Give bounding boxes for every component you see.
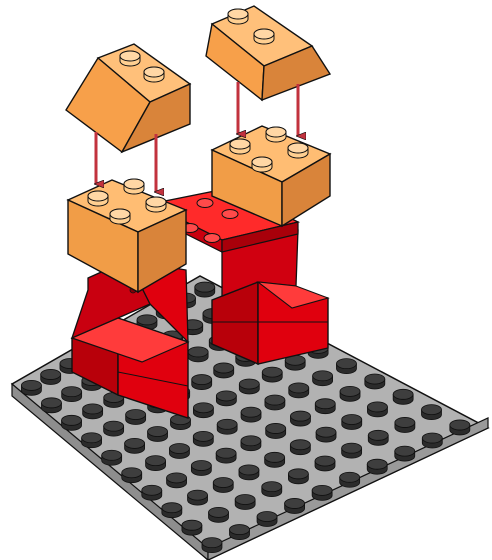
baseplate-stud-top [284, 498, 305, 509]
baseplate-stud-top [181, 519, 203, 531]
baseplate-stud-top [215, 390, 237, 402]
baseplate-stud-top [392, 388, 414, 400]
baseplate-stud-top [21, 379, 42, 391]
baseplate-stud-top [314, 455, 336, 467]
baseplate-stud-top [187, 346, 209, 358]
baseplate-stud-top [240, 406, 262, 418]
brick-2x2-right [210, 125, 332, 228]
baseplate-stud-top [125, 409, 147, 420]
baseplate-stud-top [166, 472, 187, 484]
baseplate-stud-top [136, 314, 158, 326]
baseplate-stud-top [364, 373, 386, 385]
baseplate-stud-top [41, 397, 62, 409]
baseplate-stud-top [312, 370, 334, 382]
baseplate-stud-top [238, 464, 260, 476]
baseplate-stud-top [314, 398, 336, 410]
baseplate-stud-top [264, 394, 286, 406]
baseplate-stud-top [190, 460, 212, 471]
baseplate-stud-top [265, 423, 287, 434]
baseplate-stud-top [238, 378, 260, 390]
baseplate-stud-top [339, 385, 361, 397]
slope-2x2-left [65, 43, 192, 154]
baseplate-stud-top [40, 369, 62, 380]
baseplate-stud-top [339, 471, 361, 483]
baseplate-stud-top [147, 426, 168, 437]
baseplate-stud-top [240, 435, 262, 447]
baseplate-stud-top [261, 481, 283, 493]
brick-2x2-left-studs [87, 178, 167, 225]
brick-2x2-right-studs [229, 126, 309, 173]
baseplate-stud-top [315, 426, 337, 438]
baseplate-stud-top [213, 362, 235, 374]
baseplate-stud-top [194, 281, 216, 293]
brick-2x2-left [66, 178, 188, 294]
baseplate-right-edge [207, 417, 489, 560]
slope-2x2-right [205, 5, 332, 102]
baseplate-stud-top [161, 502, 183, 514]
baseplate-stud-top [264, 451, 286, 463]
baseplate-stud-top [261, 366, 283, 378]
baseplate-stud-top [289, 439, 311, 451]
baseplate-stud-top [341, 442, 363, 454]
baseplate-stud-top [216, 418, 238, 430]
baseplate-stud-top [234, 494, 256, 505]
baseplate-stud-top [394, 417, 416, 428]
baseplate-stud-top [192, 430, 214, 442]
baseplate-stud-top [367, 429, 389, 441]
baseplate-stud-top [193, 402, 214, 414]
baseplate-stud-top [103, 420, 125, 432]
baseplate-stud-top [421, 404, 442, 416]
baseplate-stud-top [169, 443, 190, 454]
baseplate-stud-top [256, 511, 278, 522]
baseplate-stud-top [287, 468, 309, 480]
baseplate-stud-top [208, 506, 229, 518]
baseplate-stud-top [201, 537, 223, 549]
baseplate-stud-top [145, 455, 166, 467]
baseplate-stud-top [187, 489, 208, 501]
baseplate-stud-top [82, 403, 104, 415]
baseplate-stud-top [229, 524, 250, 535]
baseplate-stud-top [61, 386, 83, 398]
placement-arrows [96, 82, 298, 192]
baseplate-stud-top [191, 374, 213, 385]
baseplate-stud-top [366, 458, 388, 470]
baseplate-stud-top [449, 419, 471, 431]
baseplate-stud-top [336, 358, 357, 370]
baseplate-stud-top [288, 382, 310, 394]
baseplate-stud-top [121, 467, 143, 479]
baseplate-stud-top [290, 410, 311, 422]
baseplate-stud-top [124, 437, 146, 449]
slope-2x2-right-studs [227, 8, 275, 45]
baseplate-stud-top [212, 477, 234, 488]
baseplate-stud-top [61, 414, 82, 426]
baseplate-stud-top [367, 401, 388, 413]
baseplate-stud-top [421, 432, 443, 444]
baseplate-stud-top [394, 445, 416, 457]
slope-2x2-left-studs [119, 50, 165, 83]
baseplate-stud-top [81, 432, 103, 444]
baseplate-stud-top [101, 449, 123, 461]
baseplate-stud-top [341, 414, 363, 425]
baseplate-stud-top [141, 484, 163, 496]
baseplate-stud-top [215, 447, 237, 459]
baseplate-stud-top [311, 484, 333, 496]
